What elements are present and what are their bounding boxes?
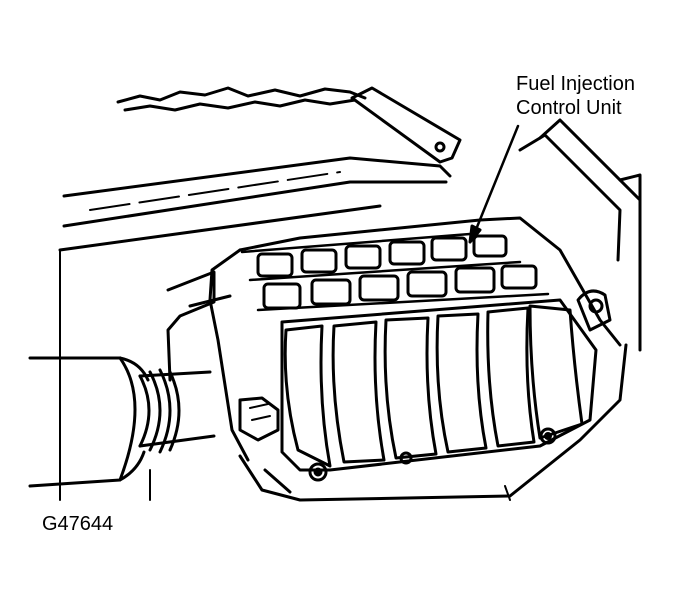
unit-body-top [238,216,622,347]
right-panel [618,173,642,352]
bellows-boot-2 [148,370,162,452]
callout-label-line-2: Control Unit [516,97,622,119]
cover-grid-row-2 [248,260,522,282]
bellows-boot-top [138,370,212,378]
right-frame-2 [518,133,622,262]
left-clip-detail [249,403,271,421]
callout-leader [473,124,520,234]
callout-label-line-1: Fuel Injection [516,73,635,95]
cover-cell [358,274,400,302]
front-rib [383,316,438,460]
cover-cell [344,244,382,270]
left-housing-2 [188,294,232,308]
cover-grid-row-3 [256,292,550,312]
base-plate [238,343,628,502]
trim-strip-top [62,156,452,198]
bottom-bolt [539,427,557,445]
upper-panel-edge-2 [123,98,357,112]
cover-cell [500,264,538,290]
mounting-bracket [350,86,462,164]
cover-cell [454,266,496,294]
front-rib [528,304,584,440]
harness-duct-end [118,356,137,482]
front-rib [283,324,332,468]
unit-body-front [280,298,598,472]
front-rib [435,312,488,454]
cover-cell [388,240,426,266]
base-plate-side [263,468,292,494]
floor-line-3 [504,485,511,501]
left-housing [166,270,216,382]
cover-grid-row-1 [240,232,472,254]
cover-cell [256,252,294,278]
bottom-bolt-inner [544,432,552,440]
bottom-bolt [308,462,328,482]
cover-cell [262,282,302,310]
bellows-boot-bottom [138,434,216,448]
bottom-bolt-inner [313,467,323,477]
trim-strip-lower [58,204,382,252]
bellows-boot-1 [138,374,151,448]
front-rib [486,306,536,448]
figure-id-label: G47644 [42,513,114,535]
cover-cell [430,236,468,262]
trim-strip-inner [89,171,341,211]
cover-cell [310,278,352,306]
cover-cell [406,270,448,298]
cover-cell [472,234,508,258]
bracket-bolt [434,141,446,153]
unit-body-left [208,248,250,462]
right-mount [576,289,612,332]
bottom-bolt [399,451,413,465]
front-rib [331,320,386,464]
left-clip [238,396,280,442]
cover-cell [300,248,338,274]
trim-strip-bottom [62,180,448,228]
upper-panel-edge [116,86,367,104]
